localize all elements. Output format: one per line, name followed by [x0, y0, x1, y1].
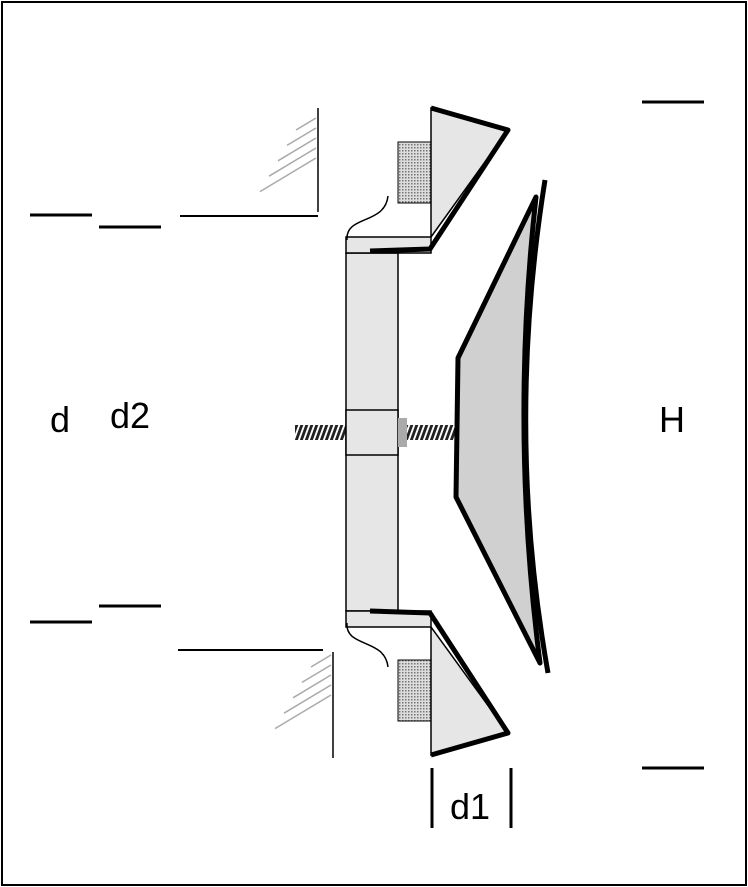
flange-bottom — [345, 608, 511, 758]
nut — [398, 418, 407, 447]
dish — [453, 179, 551, 674]
dimension-lines — [30, 100, 704, 828]
hatch-line — [286, 127, 317, 147]
hatch-line — [292, 674, 332, 699]
hatch-line — [310, 654, 332, 668]
label-d1: d1 — [449, 786, 491, 827]
hatch-line — [283, 684, 332, 714]
hatch-line — [277, 137, 317, 162]
hatch-line — [295, 117, 317, 131]
label-h: H — [659, 399, 685, 440]
wall-top — [180, 108, 319, 217]
hatch-line — [268, 147, 317, 177]
hatch-line — [301, 664, 332, 684]
label-d2: d2 — [109, 395, 151, 436]
hatch-line — [259, 157, 317, 193]
hatch-line — [274, 694, 332, 730]
flange-top — [345, 105, 511, 254]
post — [345, 252, 399, 612]
label-d: d — [49, 399, 71, 440]
wall-bottom — [178, 649, 334, 758]
